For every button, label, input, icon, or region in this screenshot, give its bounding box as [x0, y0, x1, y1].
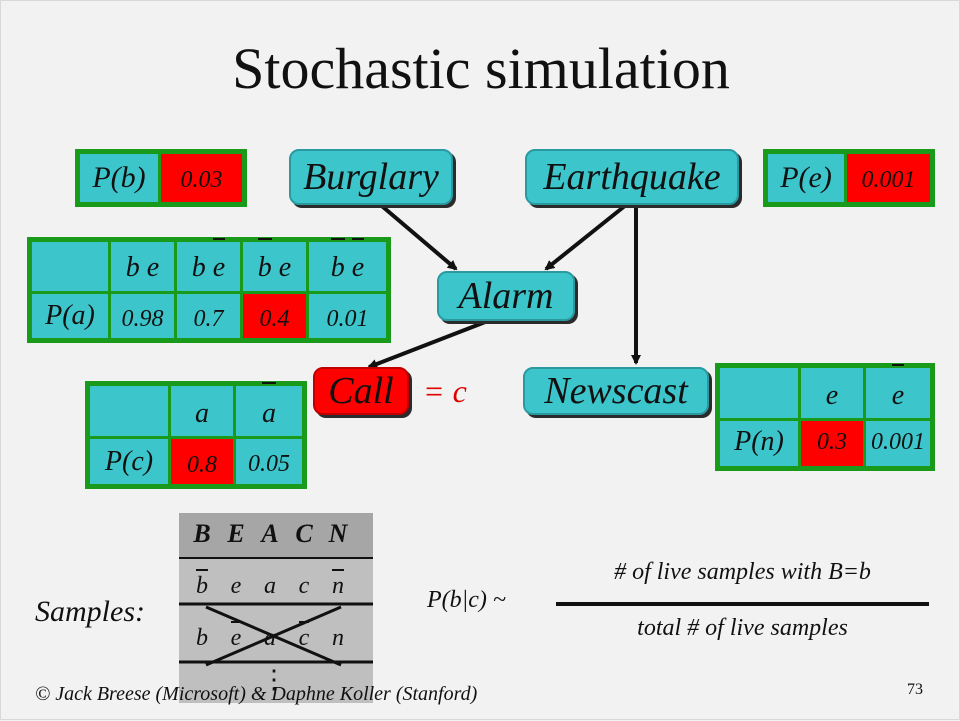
formula-lhs: P(b|c) ~ — [427, 587, 506, 613]
node-newscast[interactable]: Newscast — [523, 367, 709, 415]
cpt-call: a a P(c) 0.8 0.05 — [85, 381, 307, 489]
cpt-newscast-value: 0.3 — [801, 421, 863, 466]
cpt-newscast: e e P(n) 0.3 0.001 — [715, 363, 935, 471]
cpt-call-header: a — [236, 382, 302, 436]
cpt-call-corner — [90, 386, 168, 436]
cpt-alarm-header: b e — [309, 238, 386, 291]
cpt-earthquake-value: 0.001 — [847, 154, 930, 202]
reject-cross — [205, 605, 342, 667]
cpt-newscast-corner — [720, 368, 798, 418]
cpt-call-label: P(c) — [90, 439, 168, 484]
cpt-alarm-value: 0.98 — [111, 294, 174, 338]
samples-row1-bg — [179, 559, 373, 603]
cpt-alarm-header: b e — [111, 242, 174, 291]
page-title: Stochastic simulation — [232, 36, 730, 101]
cpt-alarm-header: b e — [177, 238, 240, 291]
formula-numerator: # of live samples with B=b — [614, 559, 871, 585]
cpt-burglary-value: 0.03 — [161, 154, 242, 202]
edge-burglary-alarm — [374, 199, 458, 271]
cpt-alarm-value: 0.7 — [177, 294, 240, 338]
edge-alarm-call — [367, 317, 494, 369]
cpt-newscast-label: P(n) — [720, 421, 798, 466]
cpt-burglary: P(b) 0.03 — [75, 149, 247, 207]
cpt-alarm-label: P(a) — [32, 294, 108, 338]
samples-label: Samples: — [35, 595, 145, 628]
samples-ellipsis: ⋮ — [261, 665, 287, 694]
cpt-call-header: a — [171, 386, 233, 436]
cpt-earthquake-label: P(e) — [768, 154, 844, 202]
page-number: 73 — [907, 681, 923, 698]
node-burglary[interactable]: Burglary — [289, 149, 453, 205]
cpt-alarm: b e b e b e b e P(a) 0.98 0.7 0.4 0.01 — [27, 237, 391, 343]
cpt-call-value: 0.8 — [171, 439, 233, 484]
cpt-burglary-label: P(b) — [80, 154, 158, 202]
cpt-alarm-value: 0.01 — [309, 294, 386, 338]
cpt-call-value: 0.05 — [236, 439, 302, 484]
cpt-newscast-value: 0.001 — [866, 421, 930, 466]
cpt-alarm-header: b e — [243, 238, 306, 291]
cpt-earthquake: P(e) 0.001 — [763, 149, 935, 207]
cpt-newscast-header: e — [866, 364, 930, 418]
cpt-alarm-value: 0.4 — [243, 294, 306, 338]
cpt-alarm-corner — [32, 242, 108, 291]
footer-credit: © Jack Breese (Microsoft) & Daphne Kolle… — [35, 683, 478, 705]
cpt-newscast-header: e — [801, 368, 863, 418]
formula-denominator: total # of live samples — [637, 615, 848, 641]
evidence-label: = c — [423, 373, 467, 409]
node-call[interactable]: Call — [313, 367, 409, 415]
node-alarm[interactable]: Alarm — [437, 271, 575, 321]
samples-ellipsis-bg — [179, 663, 373, 703]
samples-header-bg — [179, 513, 373, 557]
node-earthquake[interactable]: Earthquake — [525, 149, 739, 205]
edge-earthquake-alarm — [544, 199, 633, 271]
samples-row2-bg — [179, 605, 373, 661]
